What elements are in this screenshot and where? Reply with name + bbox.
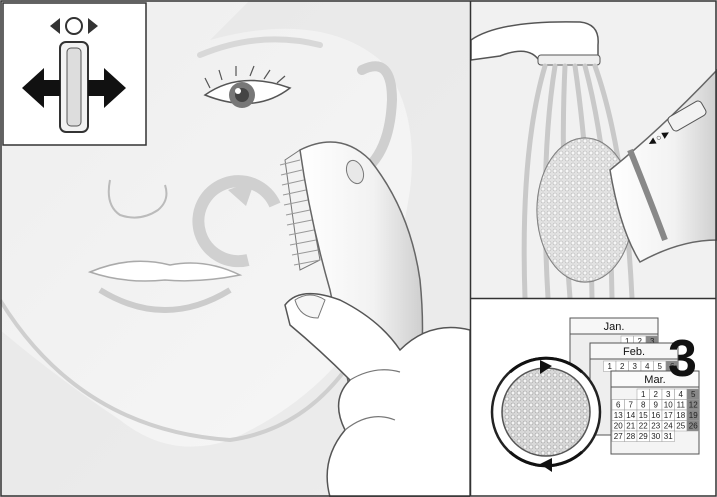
calendar-day-number: 19: [689, 411, 698, 420]
calendar-day-number: 7: [629, 401, 634, 410]
calendar-day-number: 18: [676, 411, 685, 420]
calendar-day-number: 4: [679, 390, 684, 399]
calendar-day-number: 2: [654, 390, 659, 399]
calendar-day-number: 8: [641, 401, 646, 410]
calendar-day-number: 9: [654, 401, 659, 410]
step-number: 3: [668, 330, 697, 388]
calendar-day-number: 15: [639, 411, 648, 420]
calendar-day-number: 6: [616, 401, 621, 410]
calendar-day-number: 4: [645, 362, 650, 371]
rinse-panel: ◀○▶: [471, 0, 717, 298]
switch-direction-inset: [3, 3, 146, 145]
calendar-day-number: 10: [664, 401, 673, 410]
slide-switch-knob: [67, 48, 81, 126]
calendar-month-label: Feb.: [623, 346, 645, 358]
calendar-day-number: 11: [677, 401, 686, 410]
calendar-day-number: 3: [633, 362, 638, 371]
calendar-day-number: 29: [639, 432, 648, 441]
calendar-day-number: 20: [614, 422, 623, 431]
calendar-day-number: 14: [626, 411, 635, 420]
calendar-day-number: 30: [651, 432, 660, 441]
calendar-day-number: 22: [639, 422, 648, 431]
calendar-day-number: 3: [666, 390, 671, 399]
calendar-day-number: 17: [664, 411, 673, 420]
calendar-month-label: Mar.: [644, 374, 665, 386]
calendar-day-number: 5: [691, 390, 696, 399]
calendar-day-number: 2: [620, 362, 625, 371]
calendar-day-number: 5: [658, 362, 663, 371]
calendar-day-number: 21: [626, 422, 635, 431]
calendar-day-number: 16: [651, 411, 660, 420]
calendar-day-number: 31: [664, 432, 673, 441]
calendar-day-number: 1: [608, 362, 613, 371]
calendar-day-number: 25: [676, 422, 685, 431]
calendar-month-label: Jan.: [604, 321, 625, 333]
calendar-day-number: 27: [614, 432, 623, 441]
faucet-nozzle: [538, 55, 600, 65]
calendar-day-number: 28: [626, 432, 635, 441]
calendar-day-number: 23: [651, 422, 660, 431]
calendar-day-number: 12: [689, 401, 698, 410]
calendar-day-number: 13: [614, 411, 623, 420]
calendar-day-number: 1: [641, 390, 646, 399]
calendar-day-number: 26: [689, 422, 698, 431]
calendar-day-number: 24: [664, 422, 673, 431]
